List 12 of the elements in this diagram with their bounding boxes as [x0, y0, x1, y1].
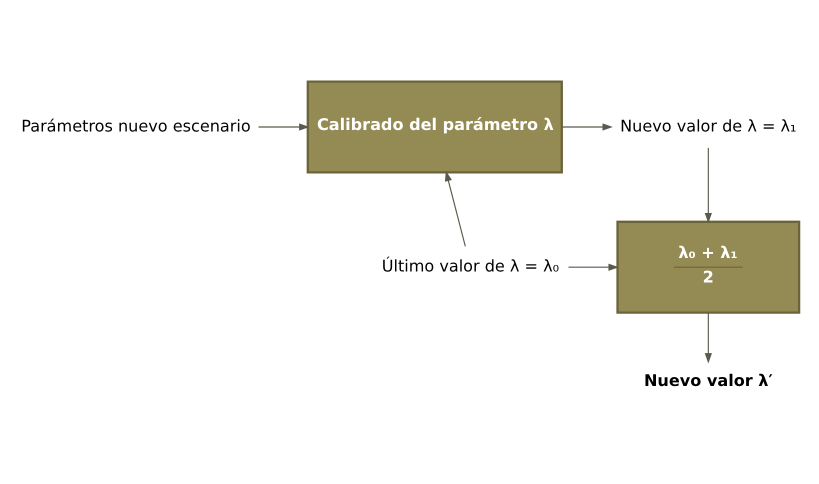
node-box: Calibrado del parámetro λ: [306, 80, 563, 174]
arrow: [568, 263, 619, 270]
node-text: Nuevo valor de λ = λ₁: [620, 116, 796, 135]
arrow: [444, 170, 466, 246]
arrow: [562, 122, 613, 130]
arrow: [258, 122, 310, 130]
node-text: Parámetros nuevo escenario: [21, 116, 251, 135]
node-box: λ₀ + λ₁ 2: [616, 220, 800, 314]
arrow: [704, 147, 712, 223]
arrow: [704, 312, 712, 364]
node-text: Último valor de λ = λ₀: [382, 256, 560, 275]
node-text: Nuevo valor λ′: [644, 370, 773, 390]
